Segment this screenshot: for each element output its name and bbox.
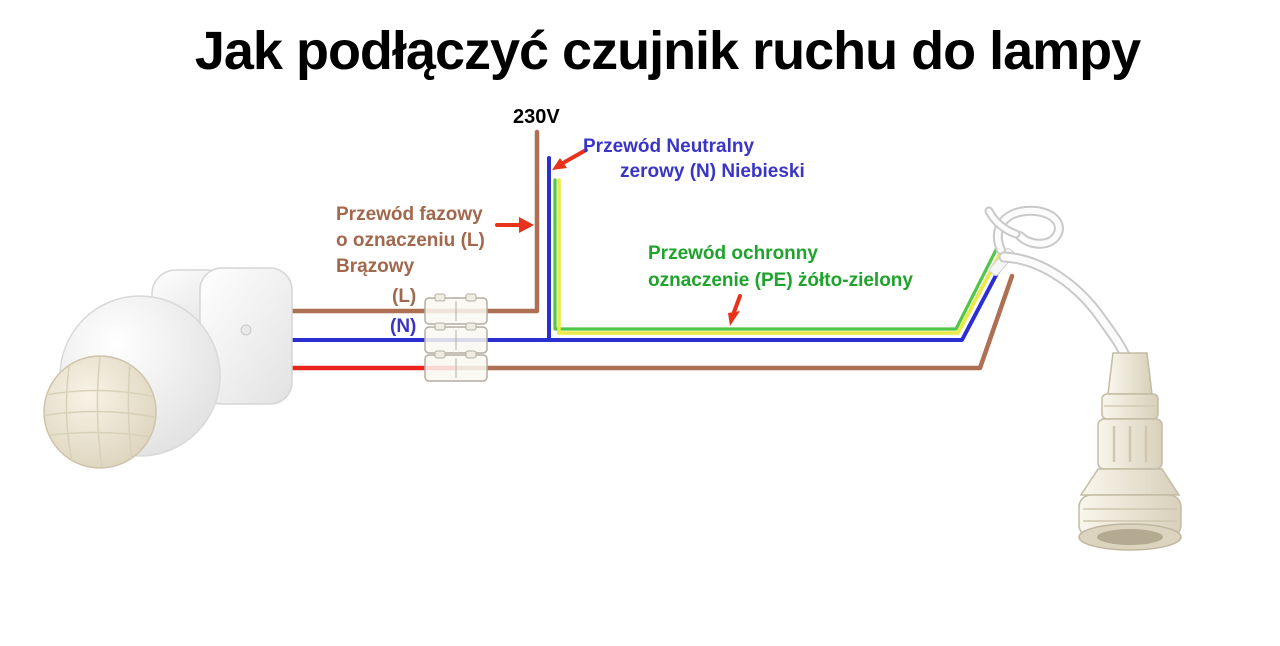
wires-layer — [281, 129, 1015, 371]
annotation-arrows — [495, 148, 742, 326]
terminal-screw — [465, 322, 477, 331]
voltage-label: 230V — [513, 106, 560, 128]
phase-wire-label-line1: Przewód fazowy — [336, 204, 483, 225]
neutral-wire-label-line1: Przewód Neutralny — [583, 136, 755, 157]
terminal-screw — [465, 350, 477, 359]
pe-wire-yellow-stripe — [557, 178, 1002, 335]
cord-drop — [1000, 253, 1130, 362]
lamp-socket — [984, 205, 1182, 551]
motion-sensor — [43, 267, 293, 469]
socket-thread-lines — [1083, 508, 1177, 522]
phase-wire-brown — [281, 129, 540, 314]
neutral-arrow-icon — [552, 148, 588, 170]
socket-cap — [1107, 352, 1153, 395]
pe-arrow-icon — [728, 294, 742, 326]
pe-wire-label-line2: oznaczenie (PE) żółto-zielony — [648, 270, 913, 291]
terminal-label-l: (L) — [392, 286, 417, 307]
phase-wire-label-line2: o oznaczeniu (L) — [336, 230, 485, 251]
terminal-screw — [434, 350, 446, 359]
terminal-screw — [434, 322, 446, 331]
cord-drop-casing — [998, 251, 1132, 364]
socket-bulb-opening — [1097, 529, 1163, 545]
terminal-label-n: (N) — [390, 316, 417, 337]
lamp-live-wire-brown — [453, 273, 1015, 371]
phase-wire-label-line3: Brązowy — [336, 256, 415, 277]
neutral-wire-label-line2: zerowy (N) Niebieski — [620, 161, 805, 182]
sensor-screw-hole — [240, 324, 252, 336]
terminal-screw — [465, 293, 477, 302]
terminal-screw — [434, 293, 446, 302]
terminal-block — [424, 293, 488, 382]
sensor-lens-facets — [44, 356, 156, 468]
pe-wire-green-stripe — [553, 178, 999, 331]
socket-flare — [1079, 468, 1181, 496]
pe-wire-label-line1: Przewód ochronny — [648, 243, 818, 264]
cord-tail — [986, 208, 1019, 237]
socket-slots — [1112, 426, 1148, 462]
phase-arrow-icon — [495, 217, 534, 233]
page-title: Jak podłączyć czujnik ruchu do lampy — [194, 21, 1141, 81]
neutral-wire-blue-run — [282, 260, 1005, 342]
